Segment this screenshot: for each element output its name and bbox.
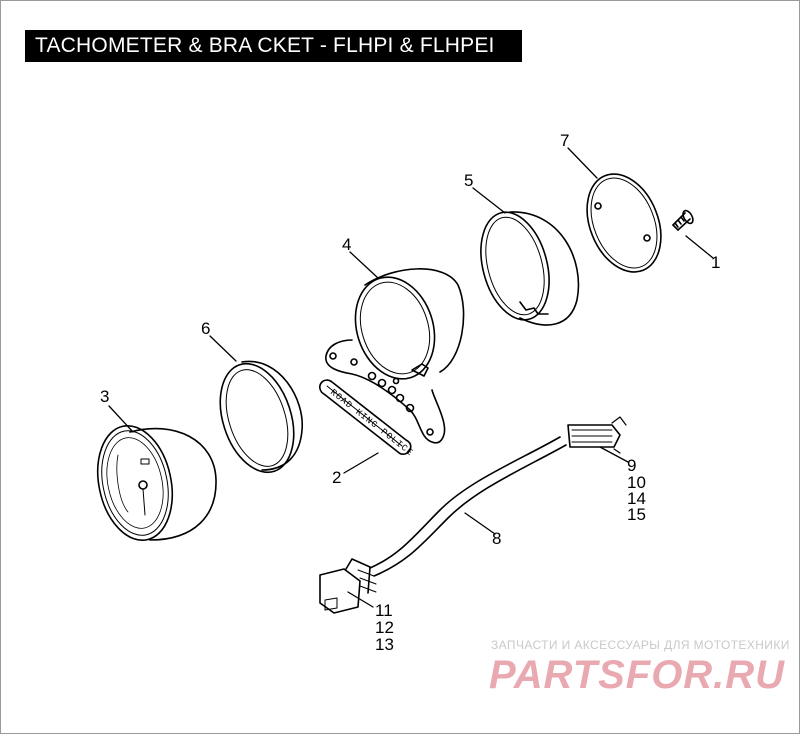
- part-6-bezel-ring: [219, 360, 303, 474]
- leader-8: [464, 512, 496, 535]
- part-8-wiring-harness: [319, 416, 627, 614]
- watermark-tagline: ЗАПЧАСТИ И АКСЕССУАРЫ ДЛЯ МОТОТЕХНИКИ: [491, 638, 790, 652]
- leader-1: [685, 235, 714, 259]
- leader-2: [343, 452, 379, 474]
- part-5-trim-ring: [480, 211, 580, 326]
- callout-1: 1: [711, 253, 720, 272]
- callout-13: 13: [375, 635, 394, 654]
- leader-lines: [108, 147, 714, 608]
- leader-9: [599, 446, 629, 463]
- callout-6: 6: [201, 319, 210, 338]
- leader-11: [347, 591, 374, 608]
- part-3-tachometer: [96, 424, 217, 542]
- callout-2: 2: [332, 468, 341, 487]
- watermark-logo: PARTSFOR.RU: [489, 653, 785, 697]
- part-2-badge-plate: ROAD KING POLICE: [319, 379, 415, 458]
- callout-4: 4: [342, 235, 351, 254]
- leader-5: [472, 187, 506, 214]
- callout-5: 5: [464, 171, 473, 190]
- callout-11: 11: [375, 601, 393, 620]
- part-1-screw: [672, 209, 694, 231]
- part-4-housing-bracket: [325, 268, 465, 444]
- callout-14: 14: [627, 489, 646, 508]
- leader-7: [567, 147, 598, 179]
- callout-12: 12: [375, 618, 394, 637]
- callout-7: 7: [560, 131, 569, 150]
- callout-10: 10: [627, 473, 646, 492]
- callout-labels: 7 5 1 4 6 3 2 9 10 14 15 8 11 12 13: [100, 131, 720, 654]
- diagram-title: TACHOMETER & BRA CKET - FLHPI & FLHPEI: [25, 30, 522, 62]
- part-7-lens: [586, 173, 662, 273]
- callout-15: 15: [627, 505, 646, 524]
- leader-6: [209, 335, 237, 362]
- callout-3: 3: [100, 387, 109, 406]
- callout-8: 8: [492, 529, 501, 548]
- leader-4: [349, 251, 379, 279]
- badge-text: ROAD KING POLICE: [328, 387, 415, 458]
- leader-3: [108, 405, 134, 433]
- callout-9: 9: [627, 456, 636, 475]
